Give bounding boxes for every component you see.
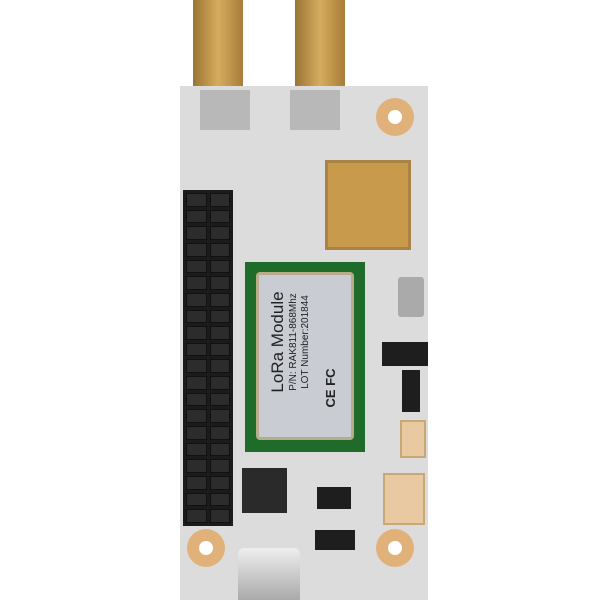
jumper-top bbox=[382, 342, 428, 366]
rf-shield bbox=[325, 160, 411, 250]
antenna-connector-right bbox=[295, 0, 345, 88]
switch bbox=[398, 277, 424, 317]
certification-marks: CE FC bbox=[323, 368, 338, 408]
antenna-connector-left bbox=[193, 0, 243, 88]
jumper-bottom bbox=[315, 530, 355, 550]
module-lot: LOT Number:201844 bbox=[300, 295, 311, 389]
battery-connector bbox=[383, 473, 425, 525]
transistor bbox=[317, 487, 351, 509]
mounting-hole-bottom-right bbox=[376, 529, 414, 567]
mounting-hole-top bbox=[376, 98, 414, 136]
antenna-pad-left bbox=[200, 90, 250, 130]
pin-header bbox=[183, 190, 233, 526]
jumper-side bbox=[402, 370, 420, 412]
module-title: LoRa Module bbox=[268, 291, 287, 393]
ic-chip bbox=[242, 468, 287, 513]
module-label bbox=[256, 272, 354, 440]
module-part-number: P/N: RAK811-868Mhz bbox=[288, 293, 299, 391]
module-text: LoRa Module P/N: RAK811-868Mhz LOT Numbe… bbox=[268, 262, 312, 422]
antenna-pad-right bbox=[290, 90, 340, 130]
mounting-hole-bottom-left bbox=[187, 529, 225, 567]
connector-small bbox=[400, 420, 426, 458]
micro-usb-port bbox=[238, 548, 300, 600]
